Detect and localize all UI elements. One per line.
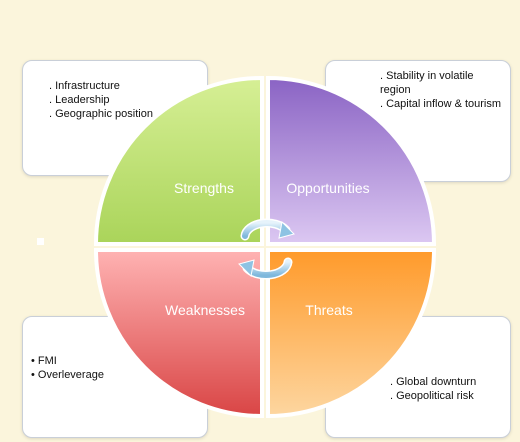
strengths-item: . Geographic position bbox=[49, 108, 153, 120]
weaknesses-item: • FMI bbox=[31, 355, 57, 367]
opportunities-label: Opportunities bbox=[286, 180, 369, 196]
threats-quadrant bbox=[266, 248, 437, 419]
opportunities-item: . Stability in volatile region bbox=[380, 70, 474, 96]
strengths-label: Strengths bbox=[174, 180, 234, 196]
strengths-item: . Leadership bbox=[49, 94, 110, 106]
cycle-arrows-icon bbox=[238, 218, 295, 280]
strengths-quadrant bbox=[93, 75, 264, 246]
threats-item: . Global downturn bbox=[390, 376, 477, 388]
weaknesses-list: • FMI • Overleverage bbox=[31, 354, 104, 382]
threats-item: . Geopolitical risk bbox=[390, 390, 474, 402]
opportunities-list: . Stability in volatile region . Capital… bbox=[380, 69, 506, 111]
opportunities-item: . Capital inflow & tourism bbox=[380, 98, 502, 110]
stray-marker bbox=[37, 238, 44, 245]
weaknesses-label: Weaknesses bbox=[165, 302, 245, 318]
weaknesses-item: • Overleverage bbox=[31, 369, 104, 381]
opportunities-quadrant bbox=[266, 75, 437, 246]
strengths-list: . Infrastructure . Leadership . Geograph… bbox=[49, 79, 153, 121]
strengths-item: . Infrastructure bbox=[49, 80, 120, 92]
threats-label: Threats bbox=[305, 302, 352, 318]
threats-list: . Global downturn . Geopolitical risk bbox=[390, 375, 476, 403]
weaknesses-quadrant bbox=[93, 248, 264, 419]
